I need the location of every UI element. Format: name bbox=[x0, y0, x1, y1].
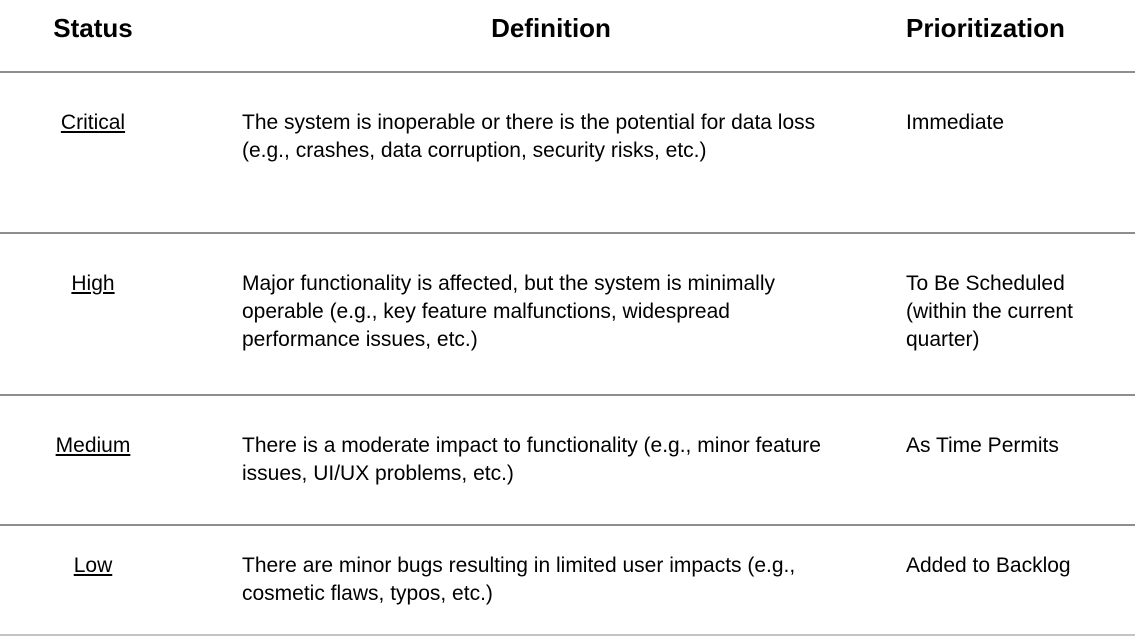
definition-cell: Major functionality is affected, but the… bbox=[242, 272, 775, 351]
status-cell: Medium bbox=[0, 395, 186, 525]
status-link-medium[interactable]: Medium bbox=[55, 434, 131, 457]
table-header-row: Status Definition Prioritization bbox=[0, 0, 1135, 72]
definition-cell: The system is inoperable or there is the… bbox=[242, 111, 816, 162]
table-row: High Major functionality is affected, bu… bbox=[0, 233, 1135, 395]
column-header-status: Status bbox=[53, 13, 133, 43]
status-cell: Critical bbox=[0, 72, 186, 233]
table-row: Medium There is a moderate impact to fun… bbox=[0, 395, 1135, 525]
status-cell: Low bbox=[0, 525, 186, 635]
prioritization-cell: To Be Scheduled (within the current quar… bbox=[906, 272, 1073, 351]
definition-cell: There is a moderate impact to functional… bbox=[242, 434, 821, 485]
table-row: Critical The system is inoperable or the… bbox=[0, 72, 1135, 233]
prioritization-cell: Immediate bbox=[906, 111, 1005, 134]
definition-cell: There are minor bugs resulting in limite… bbox=[242, 554, 796, 605]
status-link-critical[interactable]: Critical bbox=[60, 111, 126, 134]
prioritization-cell: Added to Backlog bbox=[906, 554, 1071, 577]
column-header-definition: Definition bbox=[491, 13, 611, 43]
table-row: Low There are minor bugs resulting in li… bbox=[0, 525, 1135, 635]
status-cell: High bbox=[0, 233, 186, 395]
status-link-low[interactable]: Low bbox=[73, 554, 113, 577]
status-link-high[interactable]: High bbox=[71, 272, 115, 295]
prioritization-cell: As Time Permits bbox=[906, 434, 1059, 457]
column-header-prioritization: Prioritization bbox=[906, 13, 1065, 43]
